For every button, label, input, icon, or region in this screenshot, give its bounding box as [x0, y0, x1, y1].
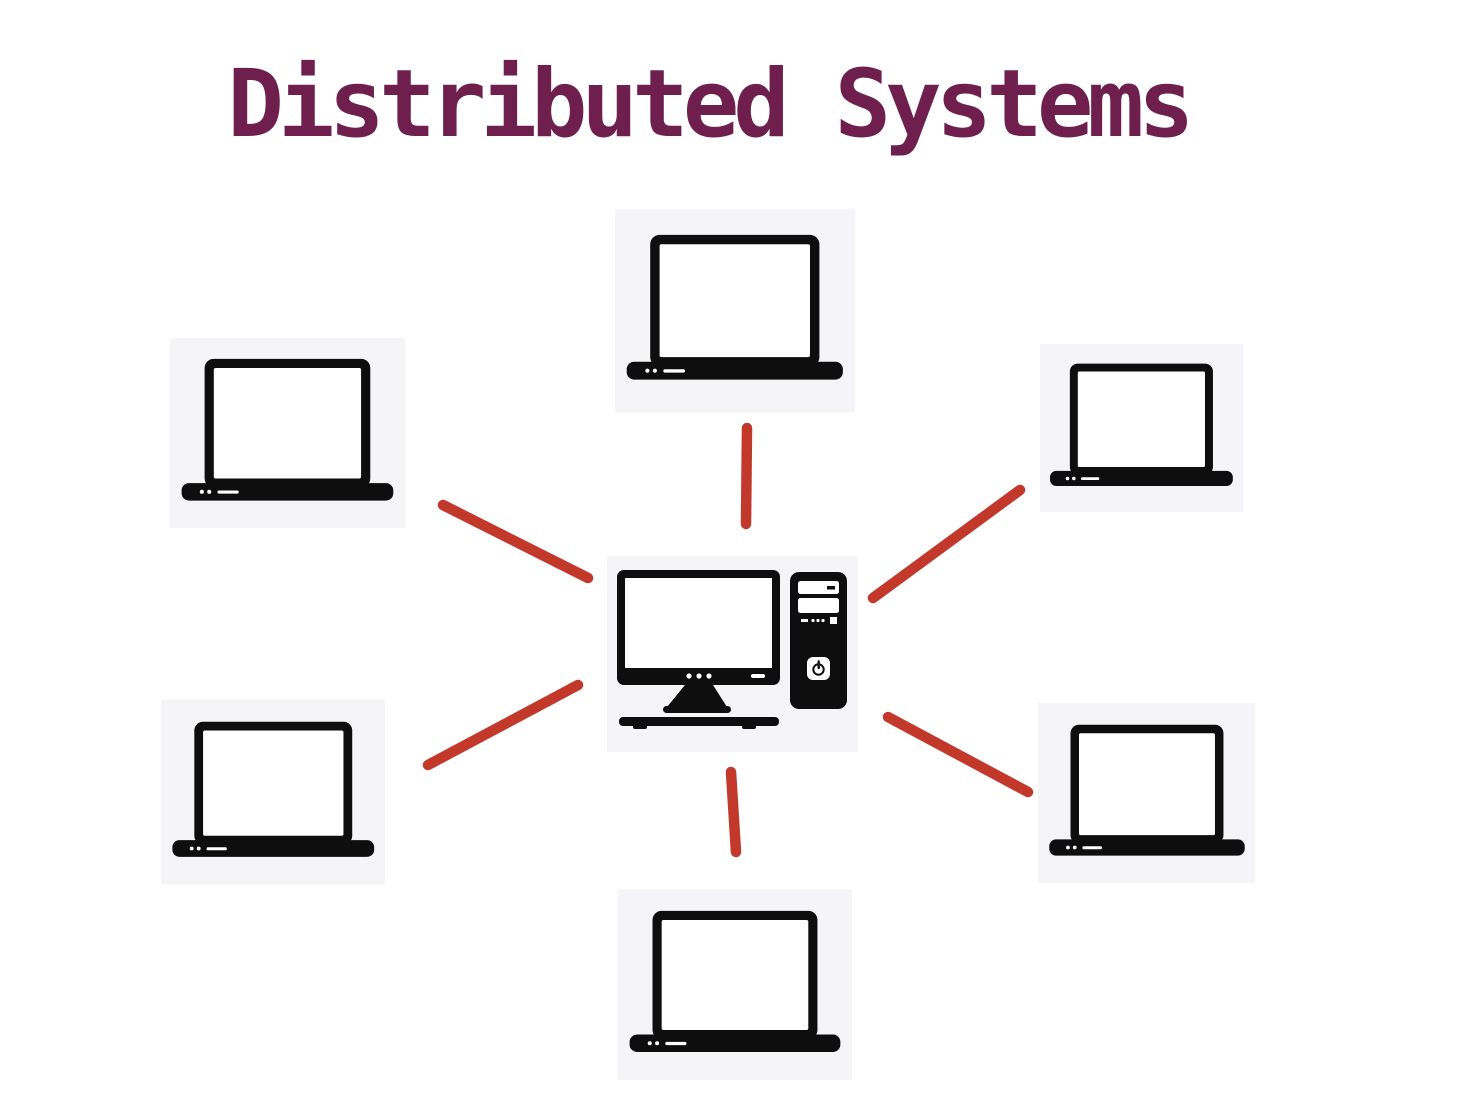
laptop-icon: [1050, 363, 1233, 487]
connection-line-laptop-top-left: [437, 499, 594, 584]
node-laptop-bottom-left: [161, 699, 385, 885]
node-laptop-top-left: [170, 338, 405, 528]
laptop-icon: [181, 358, 394, 501]
connection-line-laptop-bottom-right: [882, 711, 1034, 798]
connection-line-laptop-top: [740, 422, 753, 530]
node-laptop-bottom: [618, 889, 852, 1080]
laptop-icon: [172, 721, 374, 857]
page-title: Distributed Systems: [227, 50, 1194, 159]
node-laptop-bottom-right: [1038, 703, 1255, 883]
connection-line-laptop-bottom: [725, 766, 742, 858]
node-server: [607, 556, 858, 752]
connection-line-laptop-bottom-left: [422, 679, 584, 771]
desktop-computer-icon: [617, 570, 847, 729]
laptop-icon: [629, 910, 841, 1052]
node-laptop-top-right: [1040, 344, 1243, 512]
connection-line-laptop-top-right: [867, 484, 1026, 604]
node-laptop-top: [615, 209, 855, 413]
laptop-icon: [626, 235, 844, 381]
laptop-icon: [1048, 724, 1245, 856]
